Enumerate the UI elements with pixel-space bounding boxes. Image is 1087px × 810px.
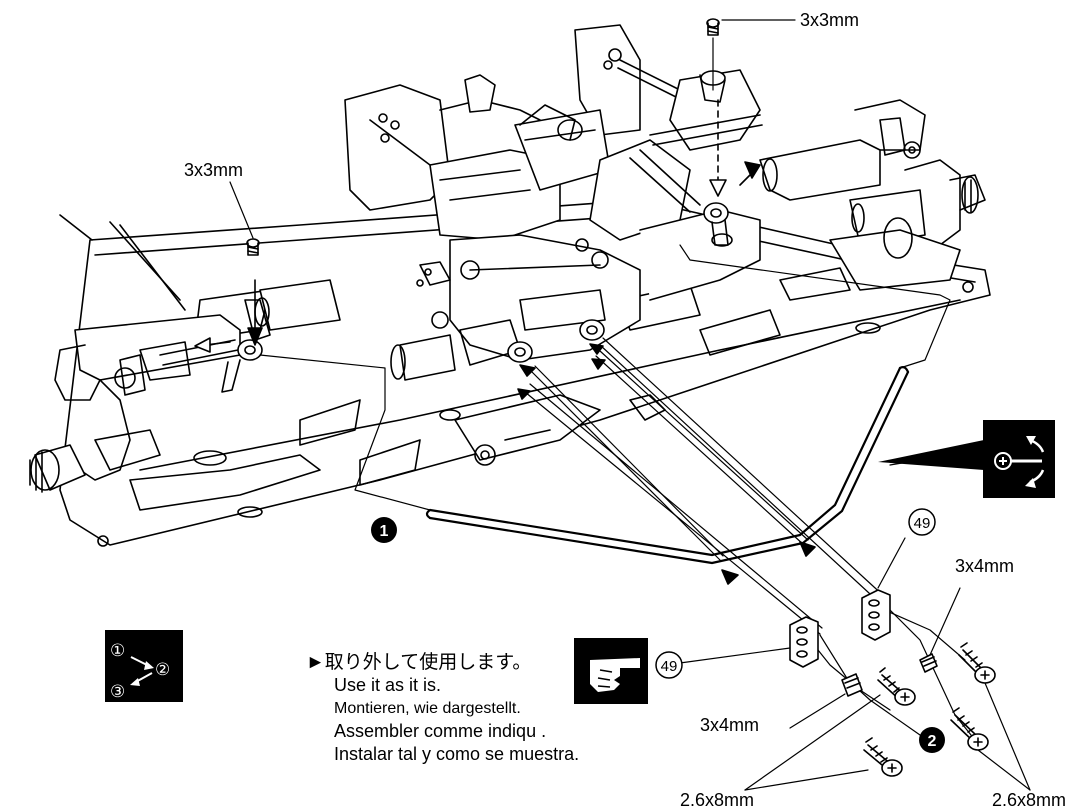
instruction-jp: ►取り外して使用します。 — [306, 652, 532, 673]
stabilizer-holder-left — [789, 616, 819, 668]
step-marker-2: 2 — [919, 727, 945, 753]
label-screw-26-right: 2.6x8mm — [992, 790, 1066, 810]
wood-screw-1 — [877, 667, 916, 706]
upper-link-rod — [649, 114, 763, 146]
label-screw-26-left: 2.6x8mm — [680, 790, 754, 810]
right-suspension-arm — [759, 99, 986, 291]
svg-text:1: 1 — [380, 523, 389, 540]
set-screw-left — [246, 238, 260, 256]
wood-screw-3 — [950, 707, 989, 751]
motion-arrows — [194, 99, 816, 585]
instruction-en: Use it as it is. — [334, 675, 442, 695]
label-screw-top: 3x3mm — [800, 10, 859, 30]
label-screw-left: 3x3mm — [184, 160, 243, 180]
wood-screw-4 — [958, 642, 996, 684]
center-bulkhead — [344, 24, 761, 466]
step-order-icon — [105, 630, 183, 702]
wood-screw-2 — [863, 737, 903, 777]
part-number-49-left: 49 — [655, 651, 683, 679]
label-screw-bottom: 3x4mm — [700, 715, 759, 735]
set-screw-right-3x4 — [919, 653, 938, 673]
order-icon-b: ② — [155, 660, 170, 680]
instruction-es: Instalar tal y como se muestra. — [334, 744, 580, 764]
part-number-49-top: 49 — [908, 508, 936, 536]
order-icon-a: ① — [110, 641, 125, 661]
order-icon-c: ③ — [110, 682, 125, 702]
left-ball-link — [159, 339, 263, 393]
svg-text:2: 2 — [928, 733, 937, 750]
assembly-guide-lines — [259, 244, 976, 741]
instruction-text: ►取り外して使用します。 Use it as it is. Montieren,… — [306, 651, 579, 766]
label-screw-right: 3x4mm — [955, 556, 1014, 576]
rotate-icon-pointer — [878, 440, 984, 470]
stabilizer-holder-right — [861, 589, 891, 641]
rotate-adjust-icon — [983, 420, 1055, 498]
set-screw-top — [706, 18, 720, 36]
instruction-de: Montieren, wie dargestellt. — [334, 700, 521, 717]
part-number-49-top-text: 49 — [914, 515, 931, 532]
leader-lines — [229, 19, 1031, 791]
left-suspension-arm — [29, 279, 341, 511]
set-screw-bottom-3x4 — [841, 673, 863, 697]
step-marker-1: 1 — [371, 517, 397, 543]
part-number-49-left-text: 49 — [661, 658, 678, 675]
right-ball-link — [629, 149, 733, 247]
pointing-hand-icon — [574, 638, 648, 704]
instruction-fr: Assembler comme indiqu . — [334, 721, 547, 741]
